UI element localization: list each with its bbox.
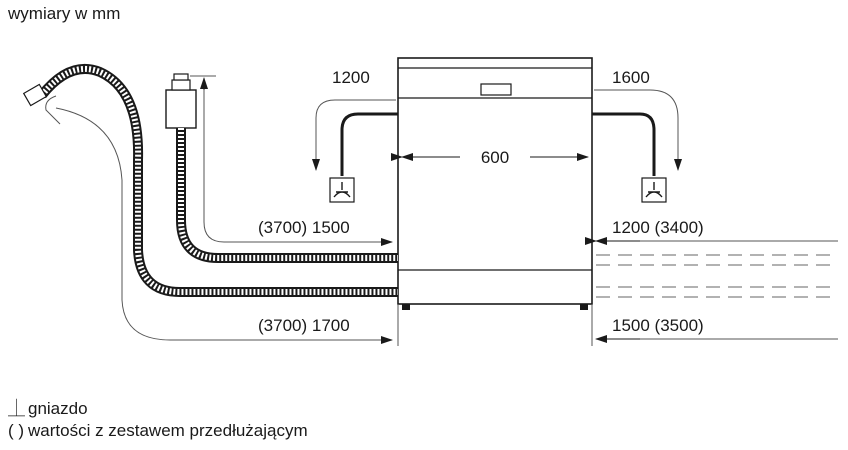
dim-right-top: 1600: [612, 68, 650, 87]
left-cable-arrow: [312, 99, 396, 171]
control-panel-display: [480, 83, 512, 96]
dim-right-upper: 1200 (3400): [612, 218, 704, 237]
legend-extension: ( )wartości z zestawem przedłużającym: [8, 420, 308, 442]
legend-socket: ⏊gniazdo: [8, 398, 308, 420]
right-cable-arrow: [594, 89, 682, 171]
dim-left-top: 1200: [332, 68, 370, 87]
socket-icon: ⏊: [8, 399, 25, 418]
inlet-hose: [165, 73, 398, 263]
drain-hose: [22, 63, 398, 297]
socket-icon-left: [329, 177, 355, 203]
legend-extension-label: wartości z zestawem przedłużającym: [28, 421, 308, 440]
foot-right: [580, 304, 588, 310]
legend: ⏊gniazdo ( )wartości z zestawem przedłuż…: [8, 398, 308, 442]
parentheses-symbol: ( ): [8, 421, 25, 440]
dim-right-lower: 1500 (3500): [612, 316, 704, 335]
foot-left: [402, 304, 410, 310]
page-title: wymiary w mm: [8, 4, 121, 23]
dishwasher: [397, 57, 593, 310]
right-cable: [592, 112, 656, 176]
aquastop-valve: [165, 89, 197, 129]
legend-socket-label: gniazdo: [28, 399, 88, 418]
left-cable: [340, 112, 398, 176]
socket-icon-right: [641, 177, 667, 203]
dim-left-upper: (3700) 1500: [258, 218, 350, 237]
drain-hose-end: [22, 83, 48, 107]
dim-left-lower: (3700) 1700: [258, 316, 350, 335]
dim-width: 600: [481, 148, 509, 167]
